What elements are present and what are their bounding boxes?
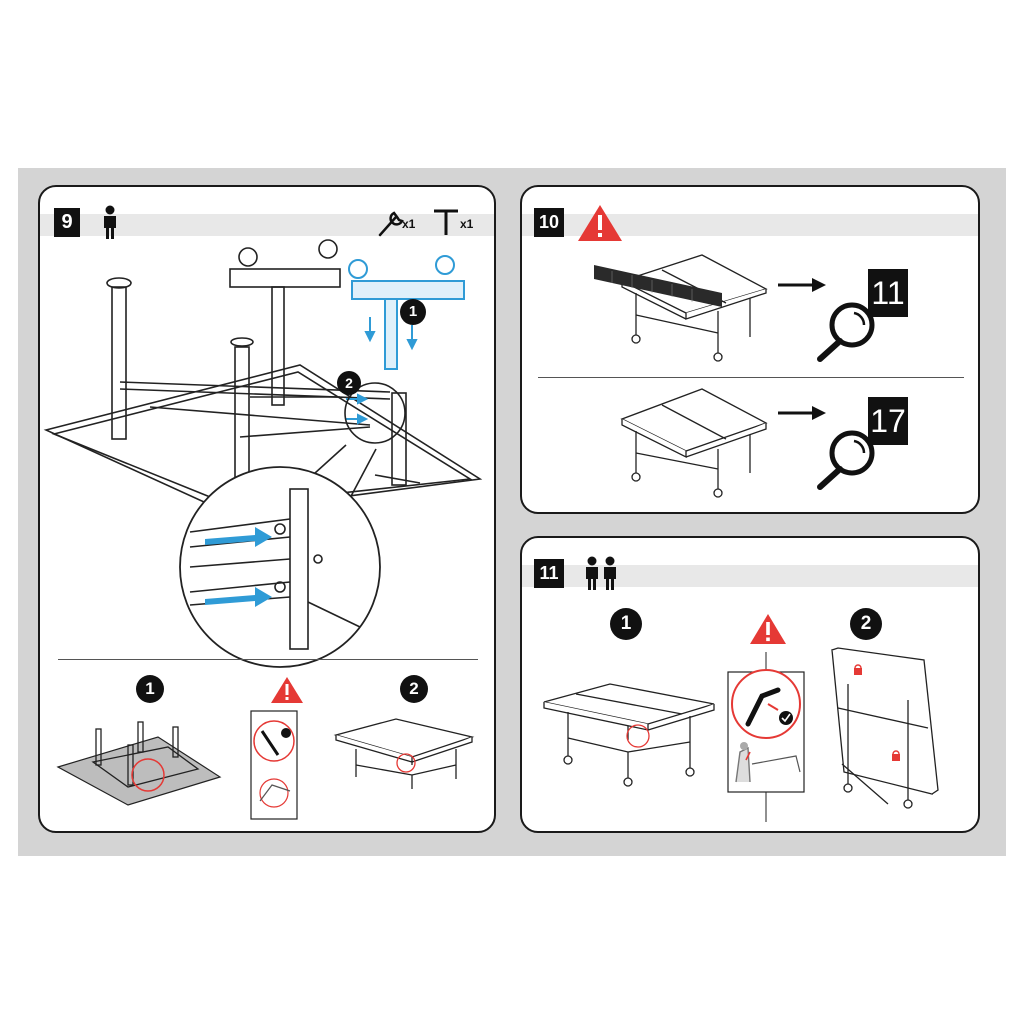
step-10-divider: [538, 377, 964, 378]
step-11-substep-1: 1: [610, 608, 642, 640]
two-persons-icon: [586, 556, 616, 590]
callout-2: 2: [337, 371, 361, 395]
wrench-count: x1: [402, 217, 416, 231]
warning-detail-panel: [727, 652, 805, 822]
magnifier-icon: [817, 302, 875, 362]
warning-detail-thumbnail: [250, 710, 298, 820]
magnifier-icon: [817, 430, 875, 490]
step-11-panel: 11 1: [520, 536, 980, 833]
step-10-panel: 10 11: [520, 185, 980, 514]
frame-on-tabletop-thumbnail: [56, 721, 222, 806]
step-9-header-band: [40, 214, 494, 236]
warning-triangle-icon: [271, 677, 303, 703]
step-9-substep-1: 1: [136, 675, 164, 703]
folded-table-drawing: [831, 647, 939, 809]
instruction-sheet: 9 x1 x1: [18, 168, 1006, 856]
step-9-panel: 9 x1 x1: [38, 185, 496, 833]
table-with-net-drawing: [594, 254, 768, 362]
step-9-divider: [58, 659, 478, 660]
unfolded-table-thumbnail: [333, 718, 475, 789]
t-key-count: x1: [460, 217, 474, 231]
step-10-header-band: [522, 214, 978, 236]
step-9-substep-2: 2: [400, 675, 428, 703]
arrow-to-step-17-icon: [778, 406, 826, 420]
one-person-icon: [104, 205, 116, 239]
step-9-number: 9: [54, 208, 80, 237]
step-11-header-band: [522, 565, 978, 587]
table-frame-assembly-drawing: [43, 239, 483, 668]
step-10-number: 10: [534, 208, 564, 237]
t-key-icon: [434, 209, 458, 235]
table-without-net-drawing: [620, 388, 768, 498]
flat-table-drawing: [543, 683, 715, 787]
reference-step-17: 17: [868, 397, 908, 445]
arrow-to-step-11-icon: [778, 278, 826, 292]
step-11-number: 11: [534, 559, 564, 588]
callout-1: 1: [400, 299, 426, 325]
wrench-icon: [378, 211, 404, 237]
warning-triangle-icon: [578, 205, 622, 241]
warning-triangle-icon: [750, 614, 786, 644]
step-11-substep-2: 2: [850, 608, 882, 640]
reference-step-11: 11: [868, 269, 908, 317]
